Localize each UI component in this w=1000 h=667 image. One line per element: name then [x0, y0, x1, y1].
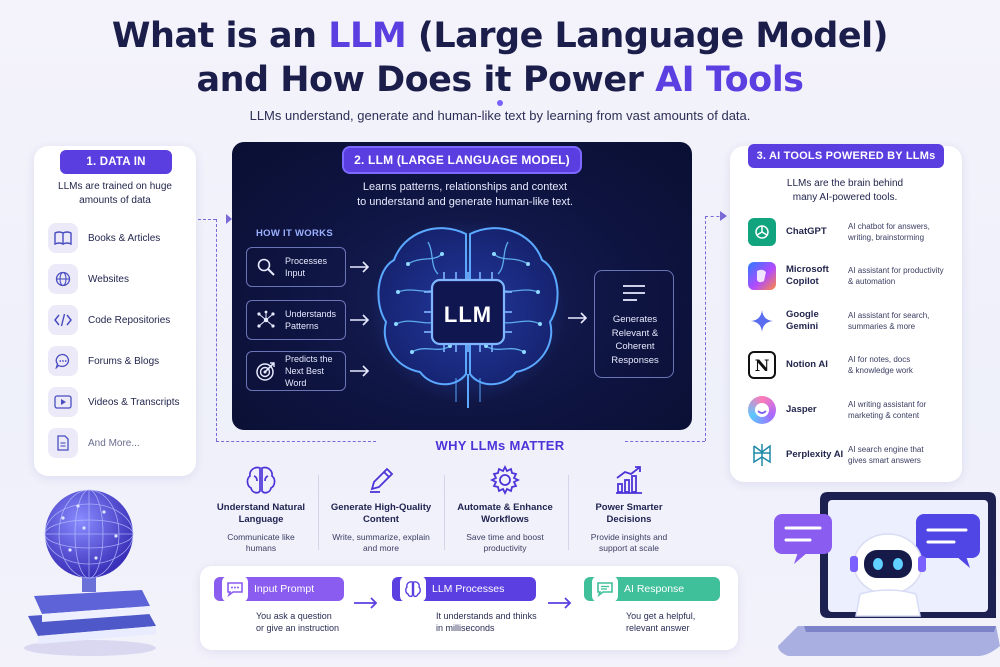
arrow-into-llm: [226, 214, 232, 224]
connector-right-vertical: [705, 216, 706, 441]
target-icon: [253, 358, 279, 384]
pencil-icon: [318, 462, 444, 498]
flow-response-desc: You get a helpful,relevant answer: [626, 611, 696, 633]
data-source-books: Books & Articles: [48, 222, 198, 254]
llm-description: Learns patterns, relationships and conte…: [357, 181, 573, 208]
book-icon: [48, 223, 78, 253]
document-icon: [48, 428, 78, 458]
ai-tools-card: [730, 146, 962, 482]
data-source-videos: Videos & Transcripts: [48, 386, 198, 418]
text-lines-icon: [623, 285, 645, 301]
subtitle: LLMs understand, generate and human-like…: [249, 108, 751, 123]
message-icon: [592, 576, 618, 602]
brain-icon: [400, 576, 426, 602]
arrow-to-output: [568, 312, 588, 324]
data-source-code: Code Repositories: [48, 304, 198, 336]
why-llms-matter-heading: WHY LLMs MATTER: [435, 438, 565, 453]
gemini-logo-icon: [748, 307, 776, 335]
code-icon: [48, 305, 78, 335]
ai-tools-label: 3. AI TOOLS POWERED BY LLMs: [748, 144, 944, 168]
why-divider: [568, 475, 569, 550]
tool-chatgpt: ChatGPT AI chatbot for answers,writing, …: [748, 214, 953, 250]
data-source-forums: Forums & Blogs: [48, 345, 198, 377]
flow-arrow: [354, 597, 378, 609]
chatgpt-logo-icon: [748, 218, 776, 246]
connector-right-bottom: [625, 441, 705, 442]
data-in-description: LLMs are trained on huge amounts of data: [58, 181, 172, 206]
llm-chip-label: LLM: [443, 302, 493, 327]
bar-chart-icon: [566, 462, 692, 498]
copilot-logo-icon: [748, 262, 776, 290]
title-dot: [497, 100, 503, 106]
page-title: What is an LLM (Large Language Model) an…: [111, 16, 889, 100]
why-divider: [444, 475, 445, 550]
connector-left-vertical: [216, 219, 217, 441]
video-icon: [48, 387, 78, 417]
tool-notion: N Notion AI AI for notes, docs& knowledg…: [748, 347, 953, 383]
speech-bubble-icon: [222, 576, 248, 602]
network-icon: [253, 307, 279, 333]
brain-icon: [198, 462, 324, 498]
jasper-logo-icon: [748, 396, 776, 424]
how-it-works-heading: HOW IT WORKS: [256, 228, 333, 239]
data-source-more: And More...: [48, 427, 198, 459]
arrow-into-tools: [720, 211, 727, 221]
laptop-robot-illustration: [774, 492, 1000, 656]
globe-books-illustration: [24, 489, 156, 656]
connector-left-bottom: [216, 441, 376, 442]
chat-icon: [48, 346, 78, 376]
globe-icon: [48, 264, 78, 294]
notion-logo-icon: N: [748, 351, 776, 379]
data-in-label: 1. DATA IN: [60, 150, 172, 174]
step-arrows: [350, 261, 370, 377]
flow-arrow: [548, 597, 572, 609]
magnifier-icon: [253, 254, 279, 280]
data-source-websites: Websites: [48, 263, 198, 295]
why-divider: [318, 475, 319, 550]
data-in-card: 1. DATA IN LLMs are trained on huge amou…: [34, 146, 196, 476]
brain-illustration: [370, 220, 566, 408]
gear-icon: [442, 462, 568, 498]
llm-label: 2. LLM (LARGE LANGUAGE MODEL): [344, 148, 580, 172]
connector-left-top: [198, 219, 216, 220]
connector-right-top: [705, 216, 725, 217]
perplexity-logo-icon: [748, 441, 776, 469]
